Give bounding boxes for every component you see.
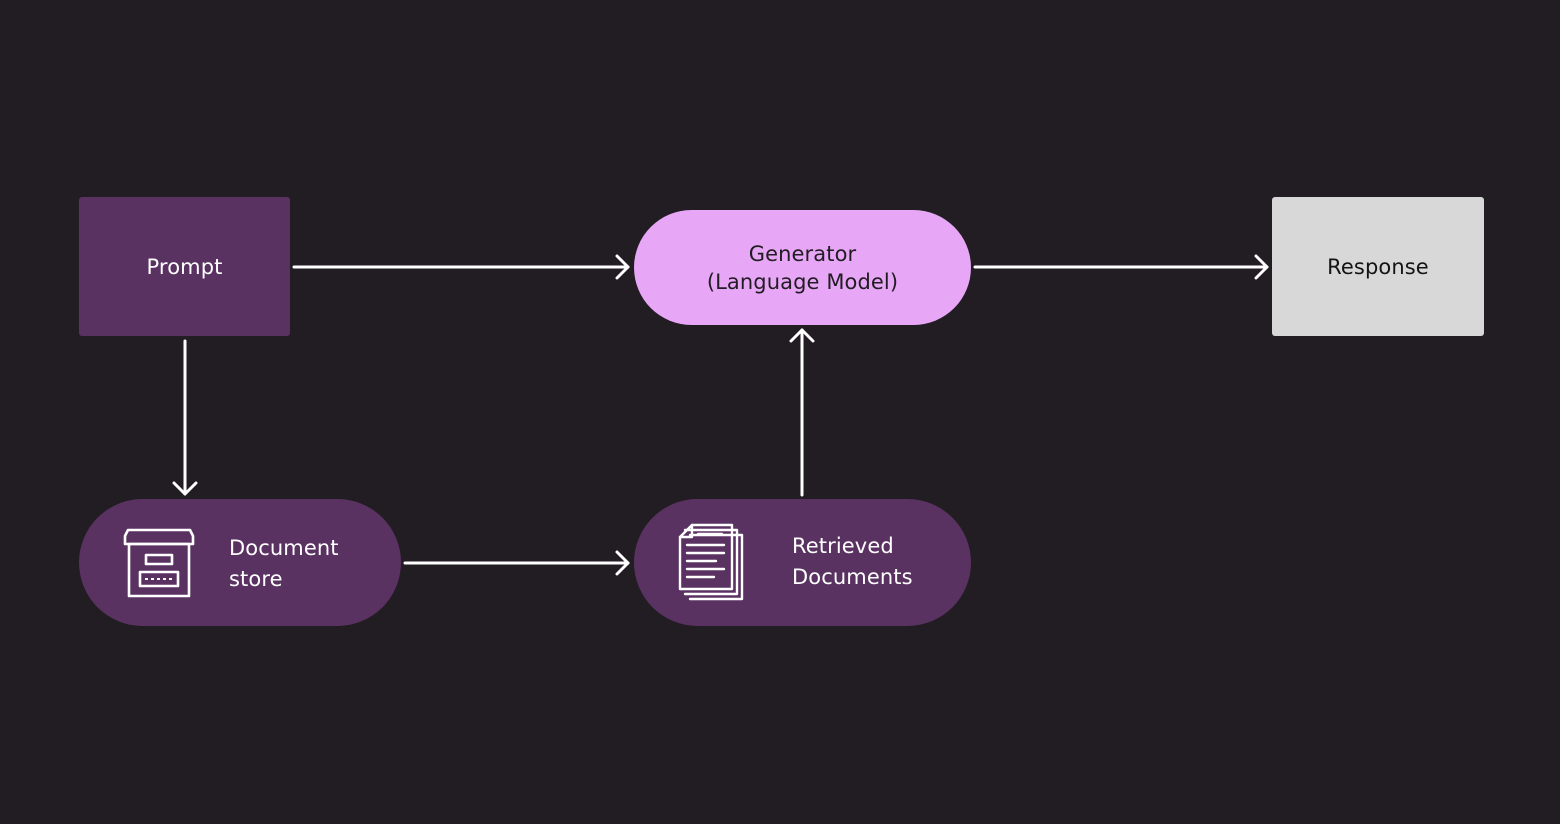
arrow-retrieved-to-generator (789, 328, 815, 497)
documents-stack-icon (678, 523, 744, 601)
archive-box-icon (123, 528, 195, 598)
generator-label-line1: Generator (748, 241, 857, 266)
prompt-label: Prompt (146, 254, 223, 279)
retrieved-documents-label-line1: Retrieved (792, 534, 894, 558)
response-node: Response (1272, 197, 1484, 336)
retrieved-documents-label: Retrieved Documents (792, 531, 913, 593)
retrieved-documents-label-line2: Documents (792, 565, 913, 589)
document-store-label-line2: store (229, 567, 283, 591)
prompt-node: Prompt (79, 197, 290, 336)
arrow-prompt-to-generator (292, 254, 630, 280)
arrow-prompt-to-document-store (172, 339, 198, 496)
document-store-label: Document store (229, 533, 339, 595)
retrieved-documents-node: Retrieved Documents (634, 499, 971, 626)
arrow-document-store-to-retrieved (403, 550, 630, 576)
arrow-generator-to-response (973, 254, 1269, 280)
generator-label-line2: (Language Model) (706, 269, 899, 294)
generator-node: Generator (Language Model) (634, 210, 971, 325)
document-store-label-line1: Document (229, 536, 339, 560)
document-store-node: Document store (79, 499, 401, 626)
response-label: Response (1327, 254, 1429, 279)
